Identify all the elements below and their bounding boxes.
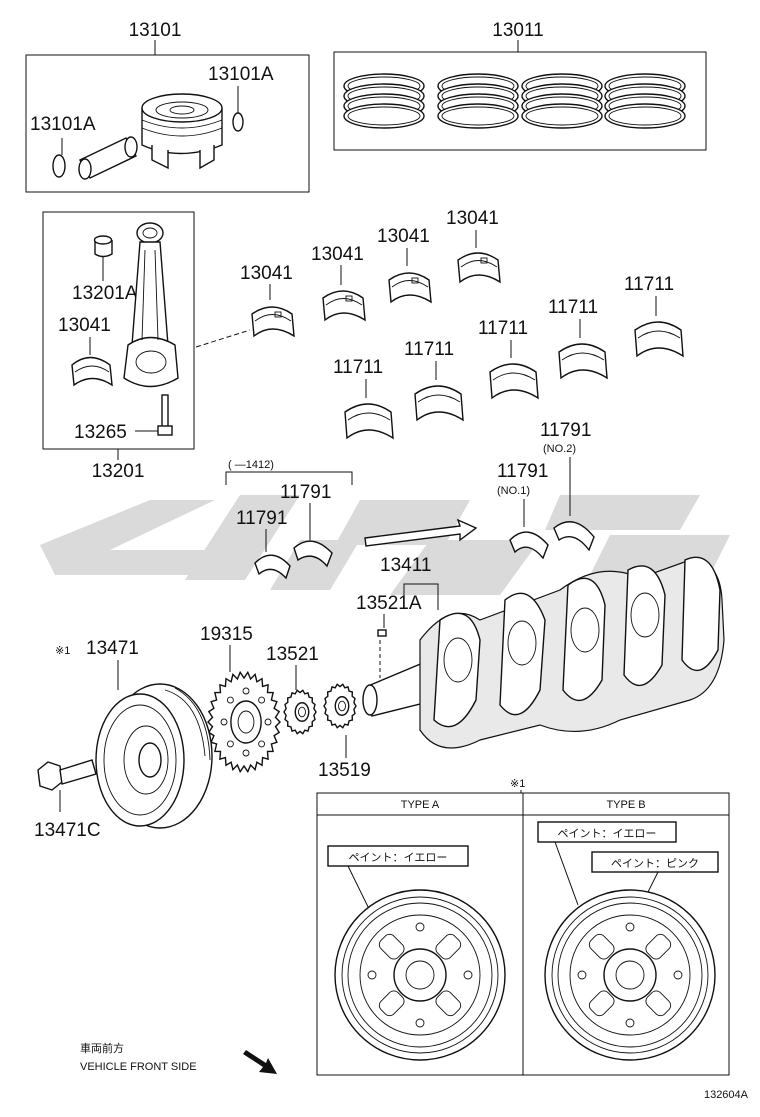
pulley-group: ※1 13471 13471C: [34, 638, 213, 841]
rod-bearing-3: [388, 272, 432, 304]
type-box-mark: ※1: [510, 778, 525, 790]
sprocket-13521: [283, 689, 317, 735]
label-13101A-left: 13101A: [30, 114, 96, 135]
front-side-arrow: [243, 1050, 277, 1074]
pulley-bolt: [37, 759, 97, 791]
label-19315: 19315: [200, 624, 253, 645]
label-13201: 13201: [92, 461, 145, 482]
piston-box: [25, 54, 310, 193]
paint-yellow-a: ペイント：イエロー: [349, 852, 448, 864]
crank-pulley: [95, 683, 213, 829]
piston-ring-group: 13011: [333, 20, 707, 151]
crankshaft: [362, 556, 725, 749]
label-no1: (NO.1): [497, 485, 530, 497]
label-13201A: 13201A: [72, 283, 138, 304]
direction-arrow: [364, 518, 478, 547]
rod-bearing: [71, 356, 113, 387]
rod-bolt: [157, 394, 173, 436]
paint-pink-b: ペイント：ピンク: [611, 857, 699, 870]
snap-ring-right: [232, 112, 244, 132]
label-13521A: 13521A: [356, 593, 422, 614]
timing-rotor-19315: [207, 670, 281, 774]
connecting-rod-group: 13201A 13041 13265 13201: [42, 211, 195, 482]
crank-key: [377, 629, 387, 637]
rod-bearing-4: [457, 252, 501, 284]
main-bearing-2: [414, 385, 464, 422]
ring-set-3: [521, 73, 603, 129]
rod-bushing: [93, 235, 113, 258]
crankshaft-group: 13411 13521A: [356, 555, 725, 749]
ring-set-1: [343, 73, 425, 129]
label-11711-2: 11711: [404, 339, 454, 360]
label-13101: 13101: [129, 20, 182, 41]
paint-yellow-a-box: [327, 845, 469, 867]
label-13521: 13521: [266, 644, 319, 665]
type-table: ※1 TYPE A TYPE B ペイント：イエロー ペイント：イエロー ペイン…: [316, 778, 730, 1076]
label-11791-a: 11791: [280, 482, 331, 503]
pulley-type-b: [544, 889, 716, 1061]
thrust-washer-b: [293, 540, 333, 568]
piston-ring-box: [333, 51, 707, 151]
type-a-header: TYPE A: [401, 799, 440, 811]
label-11711-3: 11711: [478, 318, 528, 339]
figure-id: 132604A: [704, 1089, 749, 1101]
paint-yellow-b-box: [537, 821, 677, 843]
label-11711-1: 11711: [333, 357, 383, 378]
front-side-jp: 車両前方: [80, 1041, 124, 1055]
rod-bearing-2: [322, 290, 366, 322]
label-13471: 13471: [86, 638, 139, 659]
rod-bearing-1: [251, 306, 295, 338]
main-bearing-1: [344, 403, 394, 440]
ring-set-2: [437, 73, 519, 129]
piston-pin: [78, 136, 138, 180]
thrust-washer-no2: [553, 521, 595, 552]
label-13041-3: 13041: [377, 226, 430, 247]
main-bearing-4: [558, 343, 608, 380]
label-13101A-right: 13101A: [208, 64, 274, 85]
sprocket-13519: [323, 683, 357, 729]
label-13411: 13411: [380, 555, 431, 576]
front-side-en: VEHICLE FRONT SIDE: [80, 1061, 197, 1073]
pulley-type-a: [334, 889, 506, 1061]
label-13041-1: 13041: [240, 263, 293, 284]
label-13471C: 13471C: [34, 820, 101, 841]
rod-bearing-row: 13041 13041 13041 13041: [240, 208, 501, 338]
thrust-washer-a: [254, 554, 291, 580]
range-note: ( —1412): [228, 459, 274, 471]
ring-set-4: [604, 73, 686, 129]
label-13041-rod: 13041: [58, 315, 111, 336]
label-11711-4: 11711: [548, 297, 598, 318]
label-11791-no1: 11791: [497, 461, 548, 482]
paint-pink-b-box: [591, 851, 719, 873]
piston: [141, 93, 223, 170]
label-13265: 13265: [74, 422, 127, 443]
type-b-header: TYPE B: [606, 799, 645, 811]
label-13041-2: 13041: [311, 244, 364, 265]
paint-yellow-b: ペイント：イエロー: [558, 828, 657, 840]
front-side-note: 車両前方 VEHICLE FRONT SIDE: [80, 1041, 277, 1074]
main-bearing-3: [489, 363, 539, 400]
main-bearing-5: [634, 321, 684, 358]
main-bearing-row: 11711 11711 11711 11711 11711: [333, 274, 684, 440]
connecting-rod: [123, 222, 179, 388]
label-11791-b: 11791: [236, 508, 287, 529]
ring-sets: [343, 73, 686, 129]
thrust-washer-group: ( —1412) 11791 11791 11791 (NO.1) 11791 …: [225, 420, 595, 580]
label-13011: 13011: [492, 20, 543, 41]
ref1-mark: ※1: [55, 645, 70, 657]
snap-ring-left: [52, 154, 66, 178]
piston-group: 13101 13101A 13101A: [25, 20, 310, 193]
thrust-washer-no1: [509, 531, 549, 560]
label-13519: 13519: [318, 760, 371, 781]
label-13041-4: 13041: [446, 208, 499, 229]
sprocket-group: 13521 13519 19315: [200, 624, 371, 781]
label-no2: (NO.2): [543, 443, 576, 455]
label-11711-5: 11711: [624, 274, 674, 295]
label-11791-no2: 11791: [540, 420, 591, 441]
